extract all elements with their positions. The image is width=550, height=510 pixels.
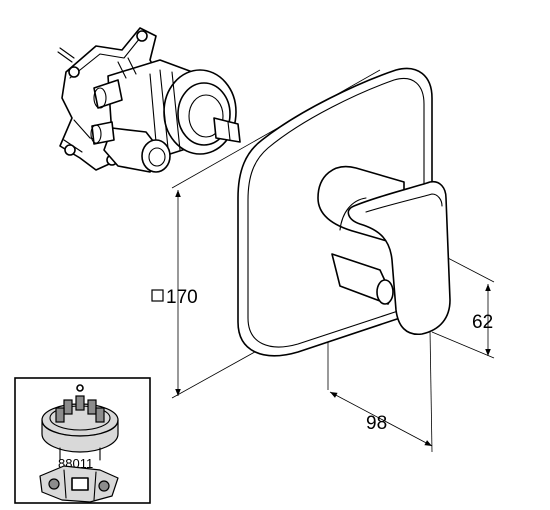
- rough-in-valve-body: [57, 27, 241, 173]
- dimension-depth: 98: [329, 391, 433, 447]
- depth-value-label: 98: [366, 413, 387, 434]
- inset-bolts: [55, 384, 105, 423]
- dimension-lever-height: 62: [472, 284, 493, 356]
- square-icon: [151, 289, 164, 302]
- inset-part-box: 88011: [14, 377, 151, 504]
- lever-handle: [317, 165, 451, 335]
- lever-height-value-label: 62: [472, 312, 493, 333]
- dimension-height: 170: [151, 190, 198, 396]
- height-value-label: 170: [166, 287, 198, 308]
